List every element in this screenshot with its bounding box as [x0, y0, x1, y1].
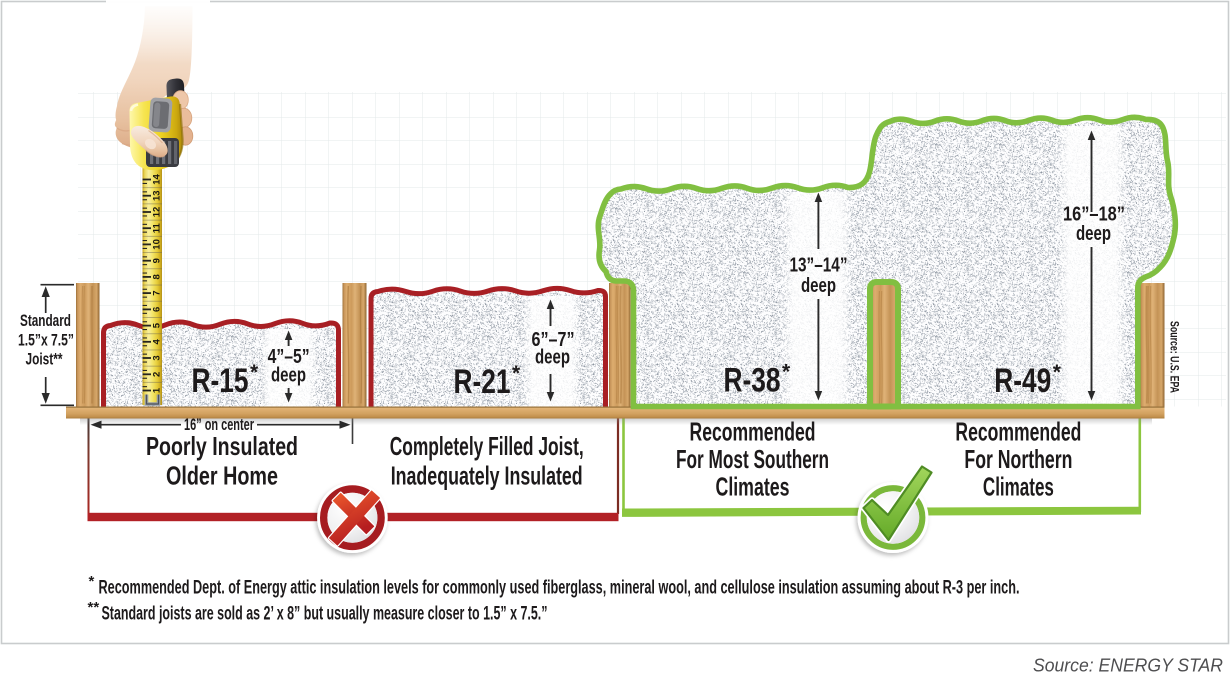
svg-text:**: ** [88, 599, 100, 616]
svg-text:deep: deep [801, 275, 836, 297]
svg-text:1.5”x 7.5”: 1.5”x 7.5” [18, 332, 74, 350]
svg-text:*: * [782, 361, 791, 384]
svg-text:Recommended: Recommended [955, 417, 1081, 447]
svg-text:R-21: R-21 [454, 363, 511, 401]
svg-text:*: * [512, 362, 521, 385]
svg-text:1: 1 [151, 387, 162, 393]
svg-text:8: 8 [151, 274, 162, 279]
svg-text:Recommended: Recommended [690, 417, 816, 447]
svg-text:For Northern: For Northern [964, 444, 1072, 474]
svg-text:Completely Filled Joist,: Completely Filled Joist, [390, 431, 584, 461]
svg-text:6”–7”: 6”–7” [532, 329, 575, 351]
svg-text:*: * [1053, 361, 1062, 384]
svg-text:Inadequately Insulated: Inadequately Insulated [391, 461, 583, 491]
svg-text:Standard joists are sold as 2’: Standard joists are sold as 2’ x 8” but … [102, 603, 548, 625]
svg-text:R-49: R-49 [994, 362, 1051, 400]
svg-text:13: 13 [151, 190, 162, 201]
svg-text:Standard: Standard [20, 312, 71, 330]
svg-text:For Most Southern: For Most Southern [676, 444, 829, 474]
svg-text:Climates: Climates [983, 472, 1054, 502]
svg-text:14: 14 [151, 174, 162, 185]
svg-text:Poorly Insulated: Poorly Insulated [146, 431, 298, 461]
svg-text:Joist**: Joist** [26, 351, 63, 369]
svg-text:4: 4 [151, 338, 162, 344]
svg-text:R-38: R-38 [724, 362, 781, 400]
svg-text:11: 11 [151, 222, 162, 233]
svg-text:2: 2 [151, 372, 162, 377]
svg-text:Climates: Climates [716, 472, 790, 502]
svg-text:16” on center: 16” on center [184, 415, 254, 434]
svg-text:*: * [89, 573, 95, 590]
svg-text:3: 3 [151, 355, 162, 360]
svg-text:13”–14”: 13”–14” [790, 255, 848, 277]
svg-text:deep: deep [1076, 223, 1111, 245]
svg-text:12: 12 [151, 207, 162, 218]
svg-text:deep: deep [535, 347, 570, 369]
svg-text:R-15: R-15 [192, 362, 249, 400]
svg-text:6: 6 [151, 307, 162, 312]
svg-text:9: 9 [151, 258, 162, 263]
svg-text:Source: U.S. EPA: Source: U.S. EPA [1168, 321, 1180, 393]
svg-text:7: 7 [151, 290, 162, 295]
svg-text:Older Home: Older Home [166, 461, 278, 491]
svg-text:deep: deep [271, 365, 306, 387]
svg-text:10: 10 [151, 239, 162, 250]
svg-text:Recommended Dept. of Energy at: Recommended Dept. of Energy attic insula… [99, 577, 1020, 599]
svg-text:5: 5 [151, 322, 162, 328]
svg-text:16”–18”: 16”–18” [1063, 204, 1125, 226]
svg-text:4”–5”: 4”–5” [268, 346, 310, 368]
svg-text:*: * [250, 361, 259, 384]
svg-text:Source: ENERGY STAR: Source: ENERGY STAR [1033, 656, 1223, 676]
